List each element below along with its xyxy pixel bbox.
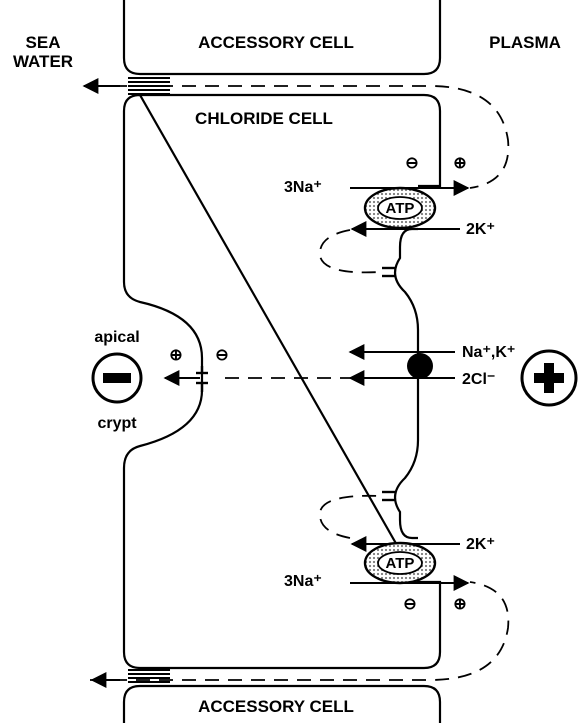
accessory-cell-top-label: ACCESSORY CELL [198, 33, 354, 52]
na3-label-top: 3Na⁺ [284, 179, 322, 196]
paracellular-current-top [90, 86, 508, 188]
apical-negative-charge [93, 354, 141, 402]
plus-sign-crypt: ⊕ [169, 347, 182, 364]
atp-label-bottom: ATP [386, 555, 415, 572]
plus-sign-bottom: ⊕ [453, 596, 466, 613]
accessory-cell-bottom-label: ACCESSORY CELL [198, 697, 354, 716]
atp-pump-bottom: ATP [365, 543, 435, 583]
apical-label: apical [94, 329, 139, 346]
minus-sign-bottom: ⊖ [403, 596, 416, 613]
cl2-label: 2Cl⁻ [462, 371, 495, 388]
na3-label-bottom: 3Na⁺ [284, 573, 322, 590]
k-recycle-bottom [320, 496, 380, 538]
plasma-label: PLASMA [489, 33, 561, 52]
k-recycle-top [320, 230, 380, 272]
minus-sign-top: ⊖ [405, 155, 418, 172]
plasma-positive-charge [522, 351, 576, 405]
k-channel-top [382, 268, 396, 276]
k2-label-bottom: 2K⁺ [466, 536, 495, 553]
paracellular-current-bottom [90, 582, 508, 680]
sea-water-label-line1: SEA [26, 33, 61, 52]
nakcl-cotransporter [407, 353, 433, 379]
atp-pump-top: ATP [365, 188, 435, 228]
k2-label-top: 2K⁺ [466, 221, 495, 238]
nak-label: Na⁺,K⁺ [462, 344, 515, 361]
atp-label-top: ATP [386, 200, 415, 217]
plus-sign-top: ⊕ [453, 155, 466, 172]
k-channel-bottom [382, 492, 396, 500]
sea-water-label-line2: WATER [13, 52, 73, 71]
minus-sign-crypt: ⊖ [215, 347, 228, 364]
chloride-cell-label: CHLORIDE CELL [195, 109, 333, 128]
crypt-label: crypt [97, 415, 137, 432]
